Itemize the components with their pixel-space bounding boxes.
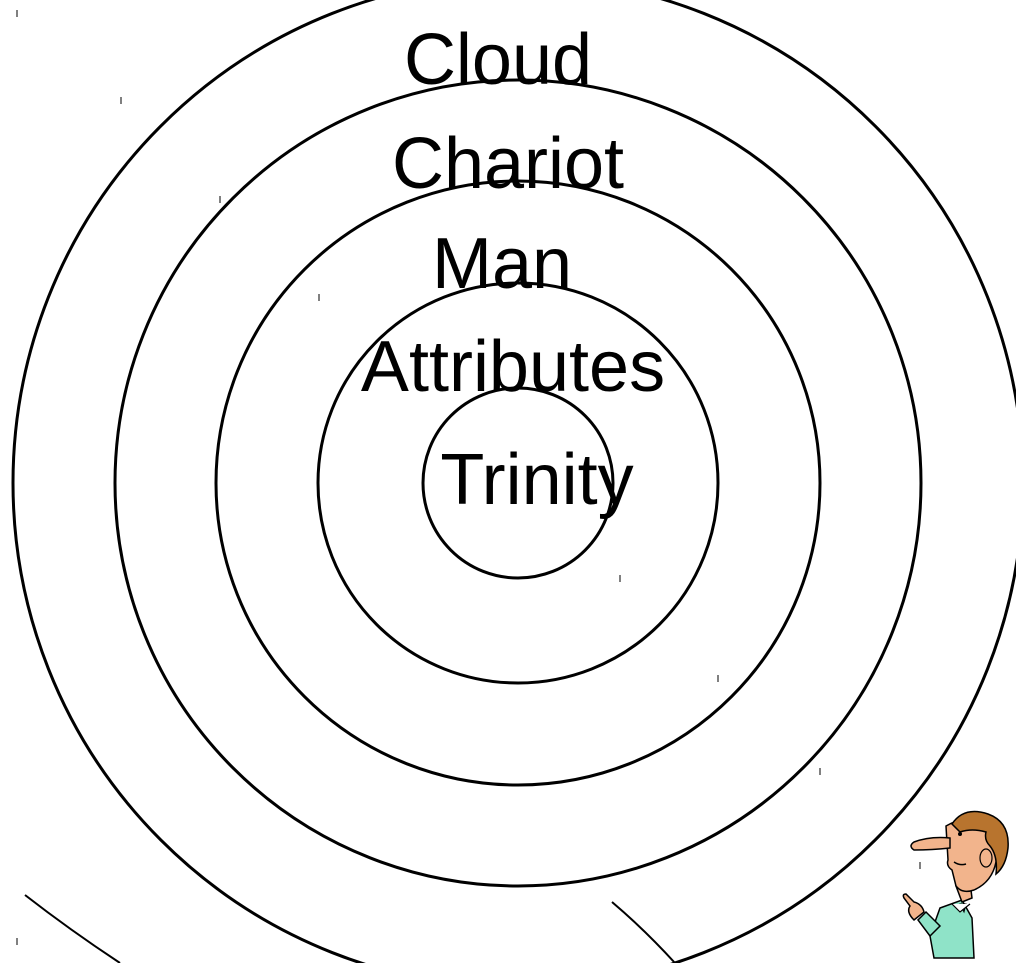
pointing-man-icon <box>900 808 1016 963</box>
partial-arc-right <box>612 902 675 963</box>
label-cloud: Cloud <box>404 24 592 96</box>
label-attributes: Attributes <box>361 331 665 403</box>
label-trinity: Trinity <box>440 444 633 516</box>
label-man: Man <box>432 228 572 300</box>
nose-shape <box>911 838 950 851</box>
partial-arc-left <box>25 895 120 963</box>
eye-shape <box>958 832 962 836</box>
label-chariot: Chariot <box>392 128 624 200</box>
ear-shape <box>980 849 992 867</box>
